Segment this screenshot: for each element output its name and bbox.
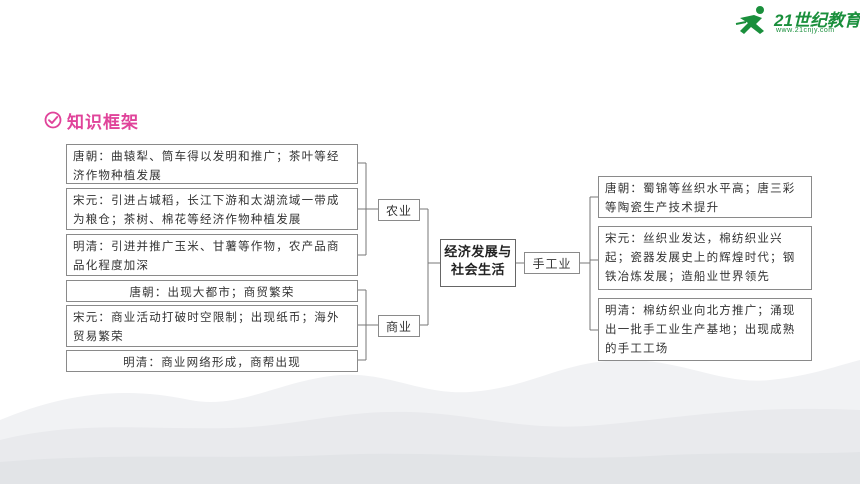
commerce-item-mingqing: 明清：商业网络形成，商帮出现 [66, 350, 358, 372]
running-figure-icon [735, 6, 764, 34]
logo-url-text: www.21cnjy.com [776, 27, 835, 34]
commerce-item-songyuan: 宋元：商业活动打破时空限制；出现纸币；海外贸易繁荣 [66, 305, 358, 347]
agriculture-item-tang: 唐朝：曲辕犁、筒车得以发明和推广；茶叶等经济作物种植发展 [66, 144, 358, 184]
center-node-line2: 社会生活 [450, 263, 505, 278]
section-title-text: 知识框架 [67, 112, 139, 133]
branch-handicraft: 手工业 [524, 252, 580, 274]
handicraft-item-mingqing: 明清：棉纺织业向北方推广；涌现出一批手工业生产基地；出现成熟的手工工场 [598, 298, 812, 361]
agriculture-item-mingqing: 明清：引进并推广玉米、甘薯等作物，农产品商品化程度加深 [66, 234, 358, 276]
center-node: 经济发展与 社会生活 [440, 239, 516, 287]
logo-brand-text: 21世纪教育 [774, 11, 860, 30]
handicraft-item-tang: 唐朝：蜀锦等丝织水平高；唐三彩等陶瓷生产技术提升 [598, 176, 812, 218]
commerce-item-tang: 唐朝：出现大都市；商贸繁荣 [66, 280, 358, 302]
check-circle-icon [44, 111, 62, 129]
handicraft-item-songyuan: 宋元：丝织业发达，棉纺织业兴起；瓷器发展史上的辉煌时代；钢铁冶炼发展；造船业世界… [598, 226, 812, 290]
site-logo: 21世纪教育 www.21cnjy.com [734, 4, 860, 40]
center-node-line1: 经济发展与 [444, 245, 512, 260]
agriculture-item-songyuan: 宋元：引进占城稻，长江下游和太湖流域一带成为粮仓；茶树、棉花等经济作物种植发展 [66, 188, 358, 230]
branch-commerce: 商业 [378, 315, 420, 337]
section-title: 知识框架 [44, 109, 139, 133]
branch-agriculture: 农业 [378, 199, 420, 221]
